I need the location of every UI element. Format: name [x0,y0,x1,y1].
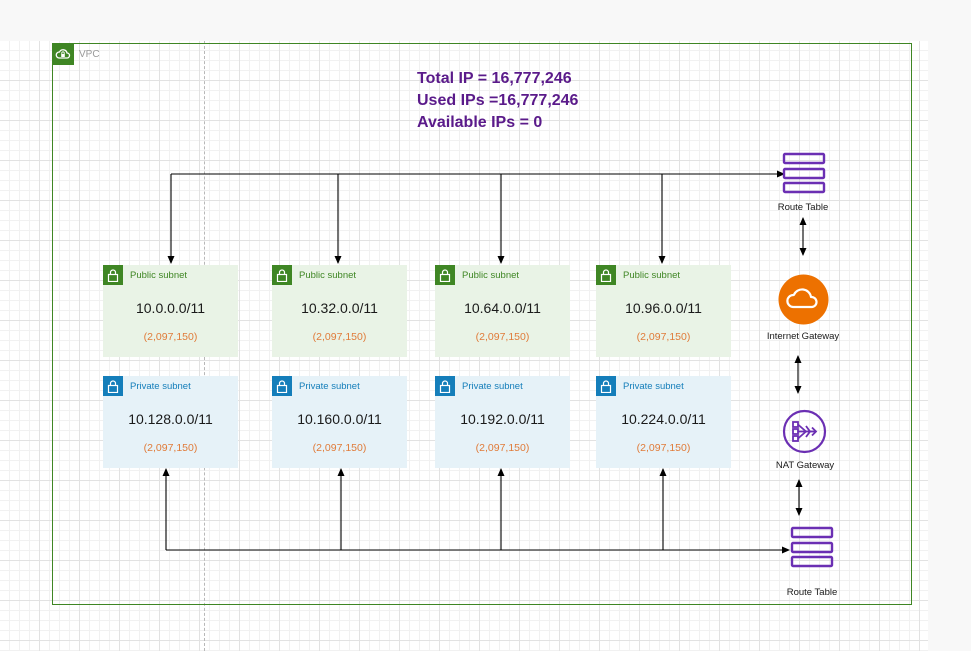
public-subnet-4[interactable]: Public subnet 10.96.0.0/11 (2,097,150) [596,265,731,357]
total-ip-text: Total IP = 16,777,246 [417,70,572,87]
subnet-cidr: 10.160.0.0/11 [297,411,382,427]
lock-icon [435,376,455,396]
lock-icon [272,265,292,285]
vpc-label: VPC [79,49,100,60]
subnet-cidr: 10.224.0.0/11 [621,411,706,427]
internet-gateway-icon[interactable] [778,274,829,325]
subnet-type-label: Public subnet [623,270,681,281]
private-subnet-2[interactable]: Private subnet 10.160.0.0/11 (2,097,150) [272,376,407,468]
nat-gateway-icon[interactable] [782,409,827,454]
subnet-cidr: 10.96.0.0/11 [625,300,702,316]
private-subnet-1[interactable]: Private subnet 10.128.0.0/11 (2,097,150) [103,376,238,468]
lock-icon [596,265,616,285]
lock-icon [103,265,123,285]
subnet-cidr: 10.64.0.0/11 [464,300,541,316]
route-table-private-label: Route Table [786,587,838,598]
lock-icon [272,376,292,396]
subnet-ip-count: (2,097,150) [475,331,530,343]
ip-summary[interactable]: Total IP = 16,777,246 Used IPs =16,777,2… [417,68,578,134]
available-ip-text: Available IPs = 0 [417,114,543,131]
subnet-type-label: Private subnet [130,381,191,392]
subnet-type-label: Private subnet [623,381,684,392]
subnet-cidr: 10.192.0.0/11 [460,411,545,427]
subnet-ip-count: (2,097,150) [636,331,691,343]
subnet-cidr: 10.0.0.0/11 [135,300,206,316]
route-table-public-label: Route Table [777,202,829,213]
private-subnet-3[interactable]: Private subnet 10.192.0.0/11 (2,097,150) [435,376,570,468]
subnet-ip-count: (2,097,150) [143,331,198,343]
lock-icon [435,265,455,285]
subnet-ip-count: (2,097,150) [143,442,198,454]
nat-gateway-label: NAT Gateway [775,460,835,471]
subnet-ip-count: (2,097,150) [312,331,367,343]
subnet-type-label: Public subnet [130,270,188,281]
vpc-group[interactable] [52,43,912,605]
subnet-type-label: Private subnet [462,381,523,392]
subnet-cidr: 10.128.0.0/11 [128,411,213,427]
subnet-type-label: Private subnet [299,381,360,392]
lock-icon [596,376,616,396]
route-table-icon[interactable] [781,152,827,196]
private-subnet-4[interactable]: Private subnet 10.224.0.0/11 (2,097,150) [596,376,731,468]
subnet-ip-count: (2,097,150) [312,442,367,454]
internet-gateway-label: Internet Gateway [766,331,840,342]
subnet-ip-count: (2,097,150) [475,442,530,454]
public-subnet-1[interactable]: Public subnet 10.0.0.0/11 (2,097,150) [103,265,238,357]
subnet-type-label: Public subnet [299,270,357,281]
subnet-type-label: Public subnet [462,270,520,281]
subnet-cidr: 10.32.0.0/11 [301,300,378,316]
public-subnet-2[interactable]: Public subnet 10.32.0.0/11 (2,097,150) [272,265,407,357]
public-subnet-3[interactable]: Public subnet 10.64.0.0/11 (2,097,150) [435,265,570,357]
route-table-icon[interactable] [789,526,835,570]
vpc-cloud-lock-icon [52,43,74,65]
lock-icon [103,376,123,396]
subnet-ip-count: (2,097,150) [636,442,691,454]
used-ip-text: Used IPs =16,777,246 [417,92,579,109]
